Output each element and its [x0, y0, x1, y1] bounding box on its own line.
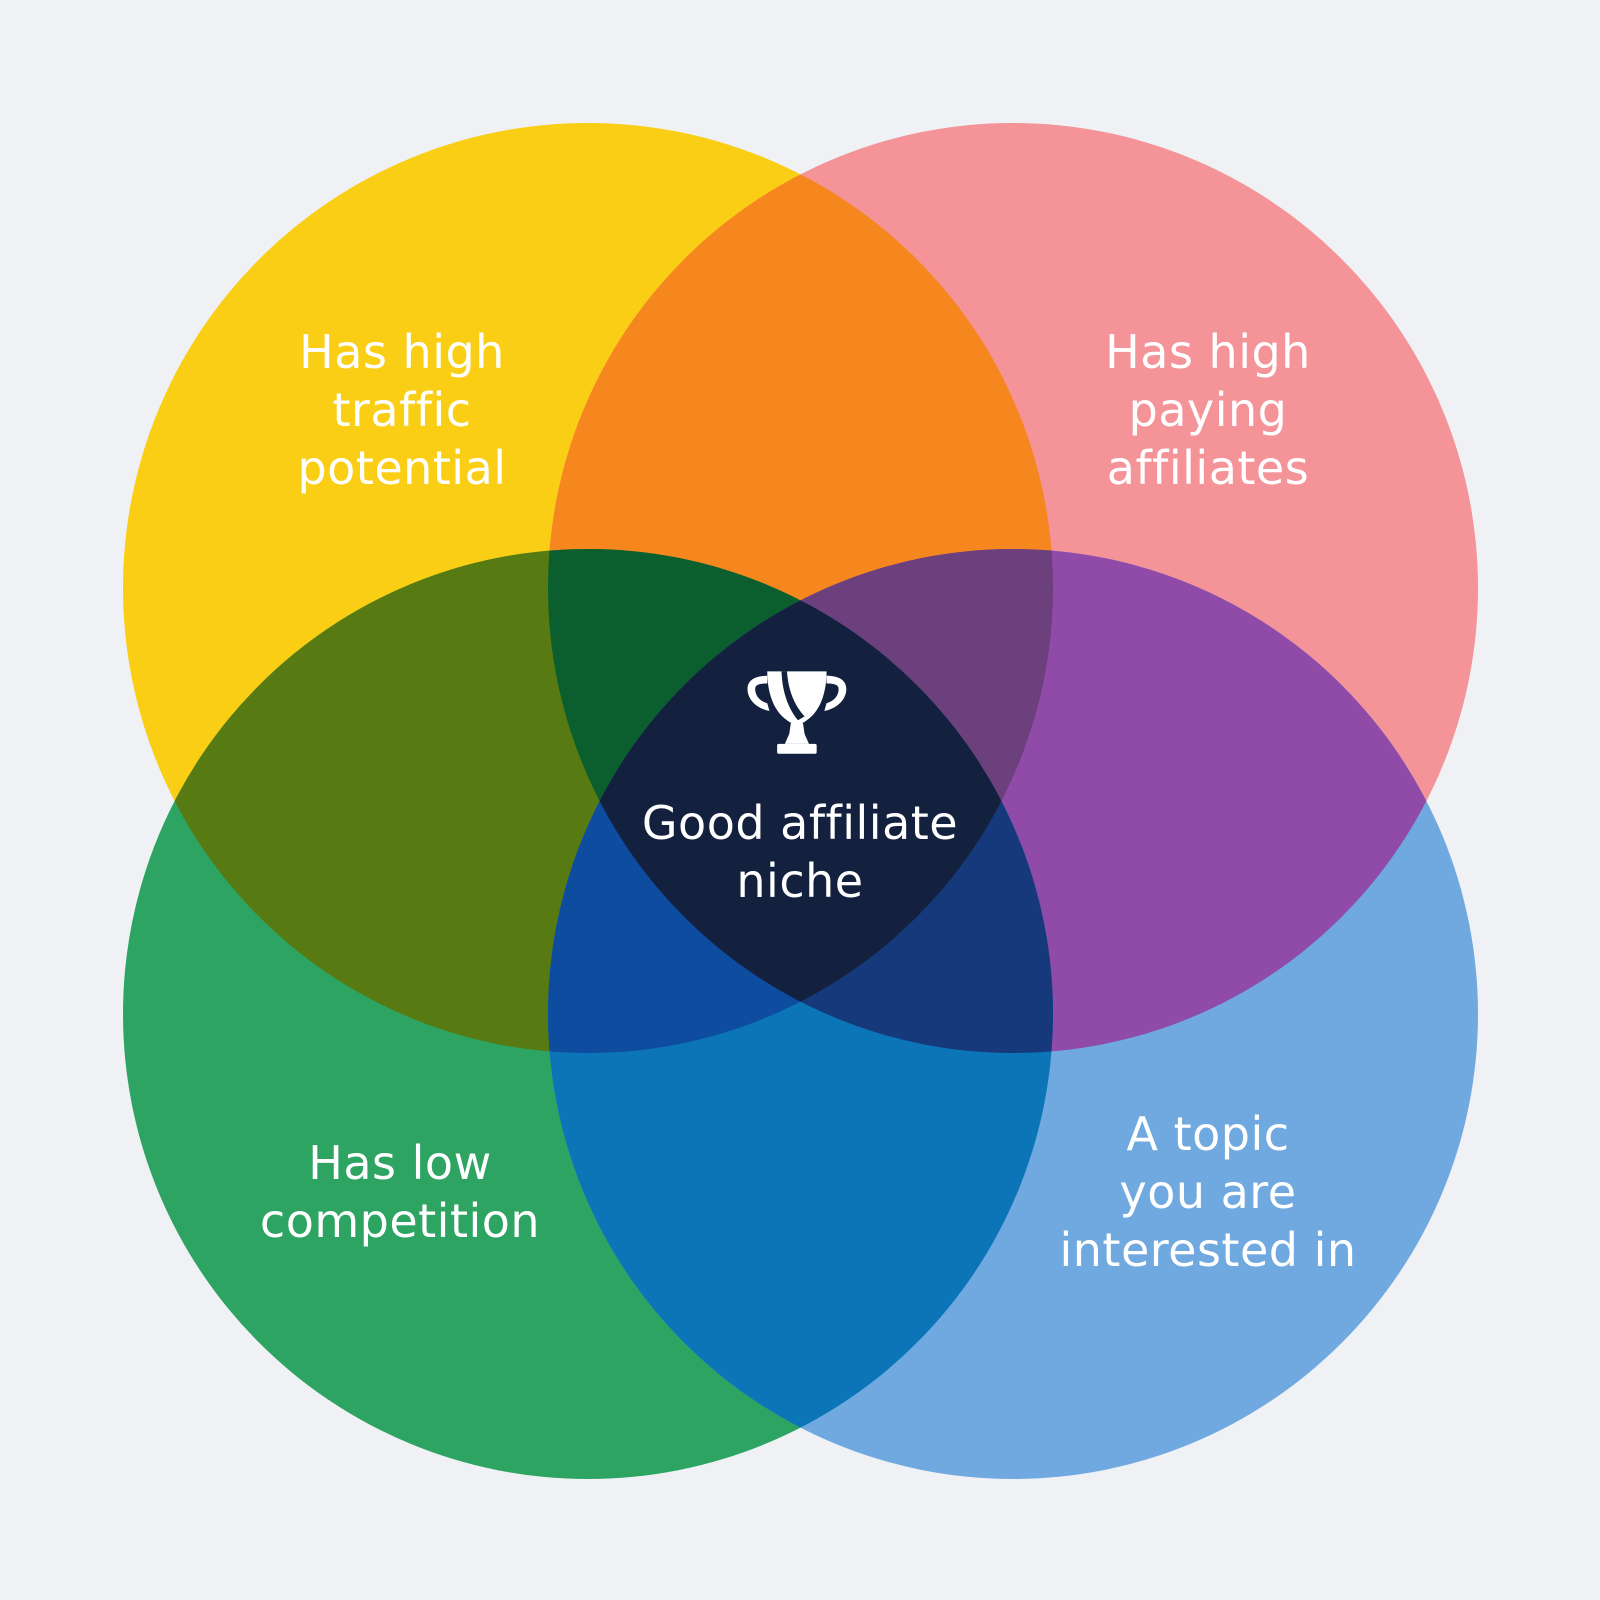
label-line: traffic	[332, 383, 472, 437]
trophy-icon	[747, 671, 847, 754]
label-line: Has high	[1105, 325, 1311, 379]
label-good-affiliate-niche: Good affiliate niche	[642, 794, 958, 910]
label-line: Good affiliate	[641, 796, 959, 850]
label-topic-interested-in: A topic you are interested in	[1059, 1105, 1356, 1279]
label-line: paying	[1128, 383, 1288, 437]
label-line: affiliates	[1106, 441, 1310, 495]
label-line: Has low	[308, 1136, 492, 1190]
label-line: you are	[1119, 1165, 1297, 1219]
label-line: niche	[736, 854, 864, 908]
trophy-swoosh	[781, 671, 805, 721]
label-line: A topic	[1126, 1107, 1290, 1161]
label-high-traffic-potential: Has high traffic potential	[297, 323, 506, 497]
label-line: competition	[259, 1194, 541, 1248]
label-line: potential	[297, 441, 507, 495]
label-line: interested in	[1059, 1223, 1357, 1277]
label-line: Has high	[299, 325, 505, 379]
label-low-competition: Has low competition	[260, 1134, 540, 1250]
label-high-paying-affiliates: Has high paying affiliates	[1105, 323, 1311, 497]
